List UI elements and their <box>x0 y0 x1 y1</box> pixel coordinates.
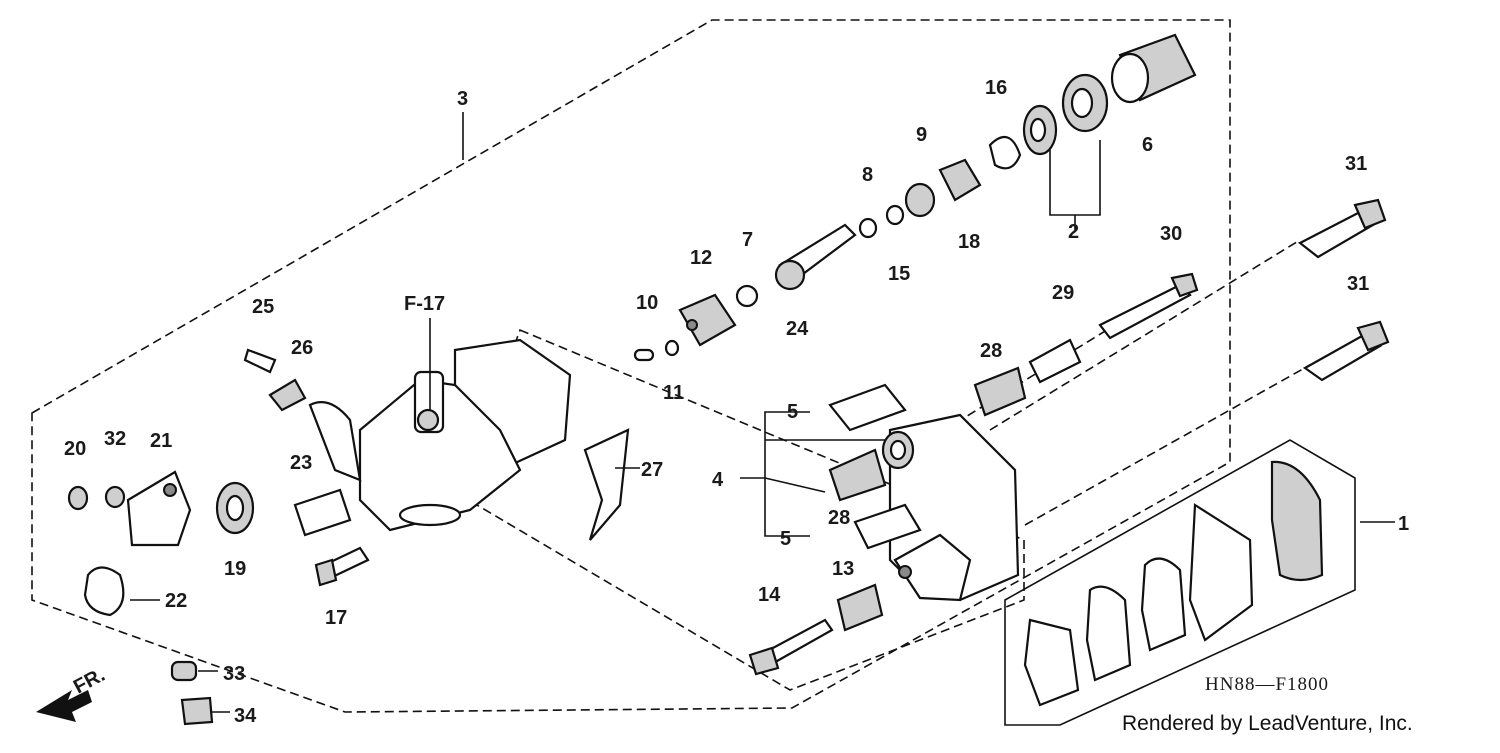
callout-label: 19 <box>224 558 246 580</box>
pin-leader-line <box>989 239 1301 431</box>
front-direction-arrow-icon <box>36 690 92 722</box>
pad-set-boundary <box>1004 439 1356 726</box>
callout-label: 8 <box>862 164 873 186</box>
callout-label: 2 <box>1068 221 1079 243</box>
callout-label: 3 <box>457 88 468 110</box>
callout-label: 22 <box>165 590 187 612</box>
piston-assembly <box>633 33 1197 362</box>
callout-label: 6 <box>1142 134 1153 156</box>
callout-label: 33 <box>223 663 245 685</box>
callout-label: 28 <box>828 507 850 529</box>
callout-label: 12 <box>690 247 712 269</box>
pin-leader-line <box>1024 364 1311 526</box>
clips-and-springs <box>67 348 922 726</box>
callout-label: 34 <box>234 705 257 727</box>
caliper-assembly-boundary <box>31 19 1231 713</box>
callout-label: 21 <box>150 430 172 452</box>
callout-label: 9 <box>916 124 927 146</box>
callout-labels: 1 2 3 4 5 5 6 7 8 9 10 11 12 13 14 15 16… <box>64 77 1409 727</box>
callout-label: 24 <box>786 318 809 340</box>
caliper-bracket <box>881 413 1020 602</box>
callout-label: 7 <box>742 229 753 251</box>
callout-label: 31 <box>1347 273 1369 295</box>
brake-pad-group <box>1023 460 1324 707</box>
callout-label: 18 <box>958 231 980 253</box>
callout-label: 23 <box>290 452 312 474</box>
callout-label: 28 <box>980 340 1002 362</box>
callout-label: 11 <box>663 382 684 404</box>
leader-lines <box>130 112 1395 713</box>
callout-label: 13 <box>832 558 854 580</box>
callout-label: 29 <box>1052 282 1074 304</box>
callout-label: 27 <box>641 459 663 481</box>
callout-label: 1 <box>1398 513 1409 535</box>
callout-label: 30 <box>1160 223 1182 245</box>
render-credit: Rendered by LeadVenture, Inc. <box>1122 712 1413 735</box>
callout-label: 4 <box>712 469 724 491</box>
front-direction-label: FR. <box>70 664 109 699</box>
callout-label: 17 <box>325 607 347 629</box>
callout-label: 14 <box>758 584 781 606</box>
callout-label: 20 <box>64 438 86 460</box>
diagram-code: HN88—F1800 <box>1205 674 1329 695</box>
callout-label: 5 <box>780 528 791 550</box>
callout-label: 32 <box>104 428 126 450</box>
caliper-housing <box>308 338 572 532</box>
callout-label: 25 <box>252 296 274 318</box>
callout-label: 26 <box>291 337 313 359</box>
pins-and-boots <box>748 198 1390 676</box>
callout-label: 15 <box>888 263 910 285</box>
reference-tag: F-17 <box>404 293 445 315</box>
callout-label: 16 <box>985 77 1007 99</box>
callout-label: 31 <box>1345 153 1367 175</box>
callout-label: 10 <box>636 292 658 314</box>
callout-label: 5 <box>787 401 798 423</box>
